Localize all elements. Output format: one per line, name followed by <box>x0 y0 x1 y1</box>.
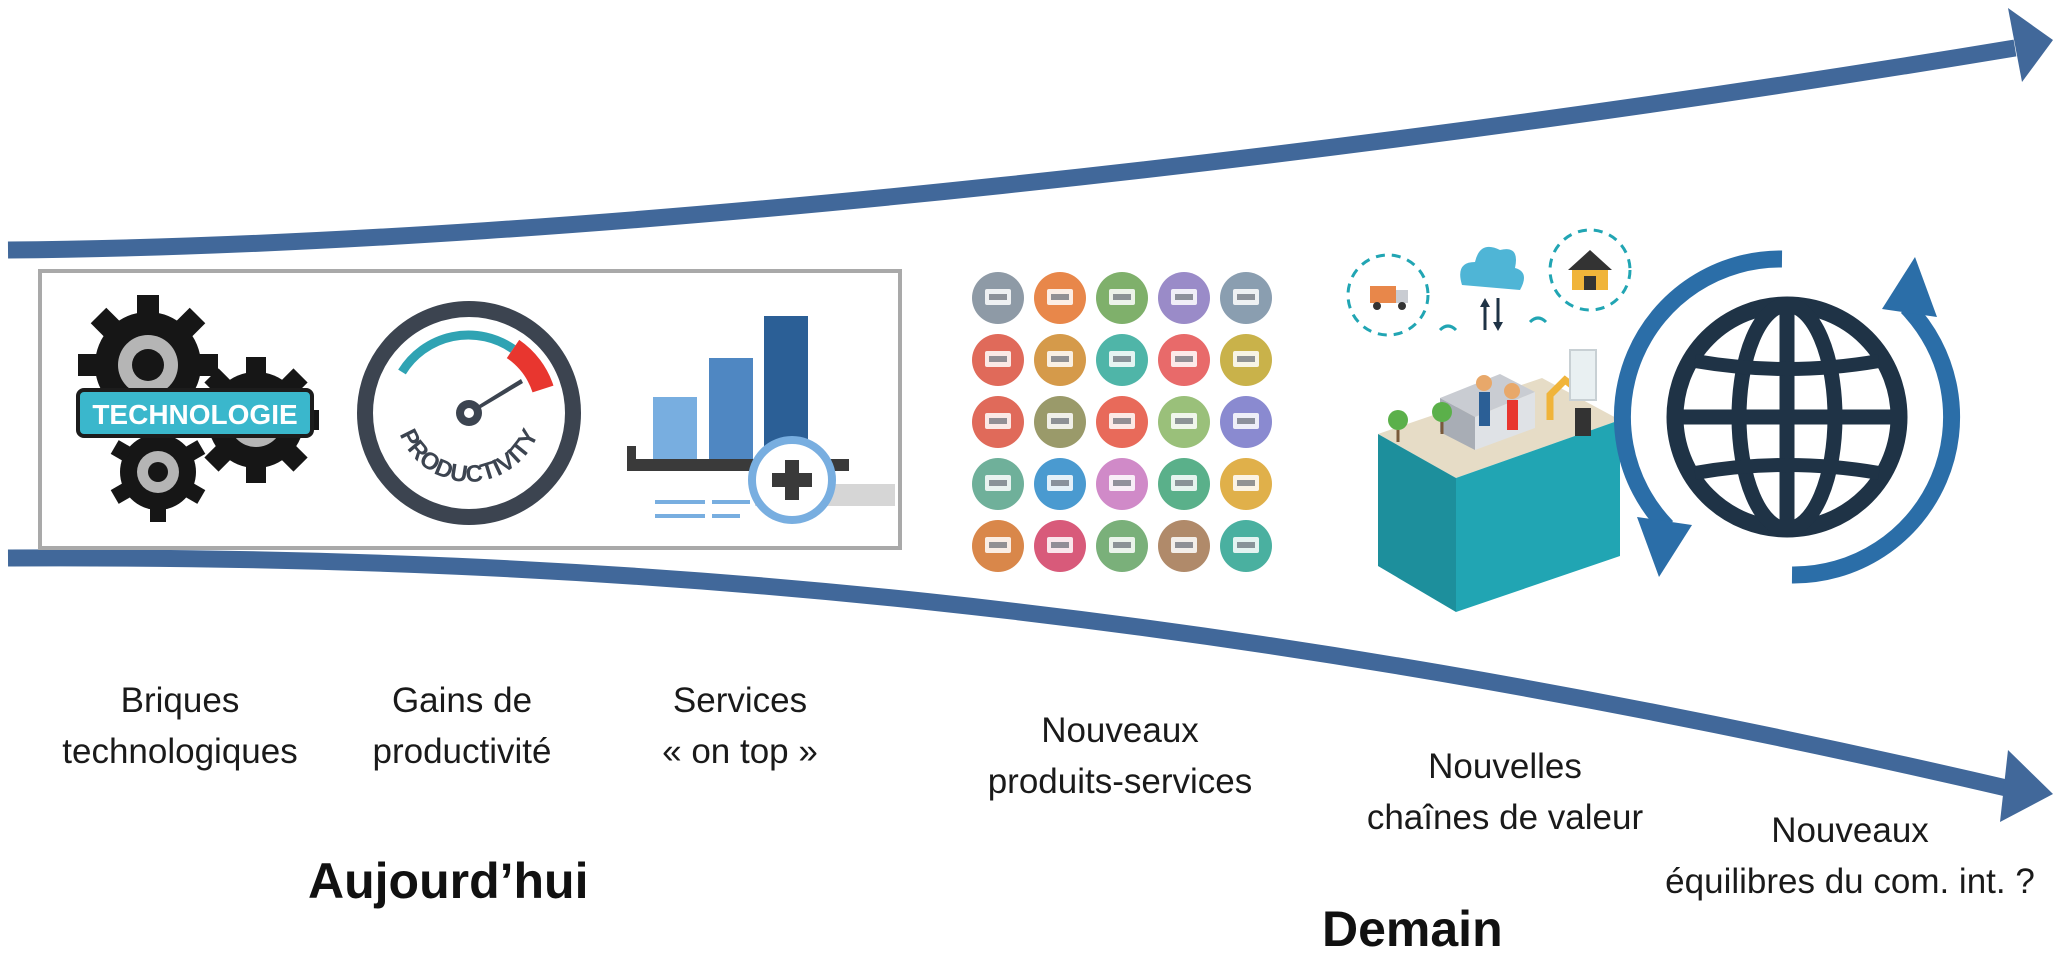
productivity-gauge-icon: PRODUCTIVITY <box>357 301 581 525</box>
service-icon-detail <box>1175 542 1193 548</box>
caption-line: « on top » <box>662 731 818 771</box>
service-icon-detail <box>1113 542 1131 548</box>
period-today: Aujourd’hui <box>308 853 589 909</box>
service-icon-detail <box>1113 294 1131 300</box>
period-tomorrow: Demain <box>1322 901 1503 957</box>
service-icon-detail <box>1237 542 1255 548</box>
gears-icon: TECHNOLOGIE <box>76 295 319 522</box>
service-icon-detail <box>1113 418 1131 424</box>
caption-equilibres: Nouveaux équilibres du com. int. ? <box>1655 806 2045 908</box>
connected-factory-icon <box>1346 228 1632 612</box>
product-service-icon-grid <box>972 272 1272 572</box>
service-icon-detail <box>1051 480 1069 486</box>
service-icon-detail <box>1175 294 1193 300</box>
caption-line: Briques <box>120 681 240 720</box>
service-icon-detail <box>1237 356 1255 362</box>
caption-produits: Nouveaux produits-services <box>975 706 1265 808</box>
service-icon-detail <box>1237 480 1255 486</box>
service-icon-detail <box>1051 356 1069 362</box>
service-icon-detail <box>1113 356 1131 362</box>
caption-line: produits-services <box>987 761 1253 801</box>
expanding-arrows <box>7 8 2053 822</box>
today-frame <box>38 269 902 550</box>
service-icon-detail <box>1175 418 1193 424</box>
caption-briques: Briques technologiques <box>60 676 300 778</box>
caption-line: Nouvelles <box>1428 747 1582 786</box>
caption-line: chaînes de valeur <box>1366 797 1644 837</box>
caption-line: équilibres du com. int. ? <box>1665 861 2035 901</box>
upper-arrow-line <box>7 39 2017 259</box>
service-icon-detail <box>989 480 1007 486</box>
service-icon-detail <box>989 356 1007 362</box>
service-icon-detail <box>989 542 1007 548</box>
bar-chart-plus-icon <box>627 316 895 524</box>
gear-badge-text: TECHNOLOGIE <box>92 399 297 430</box>
service-icon-detail <box>1051 294 1069 300</box>
upper-arrowhead <box>2008 8 2053 82</box>
caption-line: Nouveaux <box>1771 811 1929 850</box>
service-icon-detail <box>1175 356 1193 362</box>
service-icon-detail <box>989 294 1007 300</box>
caption-line: technologiques <box>62 731 298 771</box>
service-icon-detail <box>1051 418 1069 424</box>
caption-line: productivité <box>372 731 552 771</box>
caption-services: Services « on top » <box>640 676 840 778</box>
service-icon-detail <box>1237 294 1255 300</box>
caption-line: Services <box>672 681 808 720</box>
globe-rotation-icon <box>1613 250 1961 584</box>
service-icon-detail <box>1237 418 1255 424</box>
lower-arrowhead <box>2000 750 2053 822</box>
caption-chaines: Nouvelles chaînes de valeur <box>1355 742 1655 844</box>
service-icon-detail <box>1113 480 1131 486</box>
service-icon-detail <box>1175 480 1193 486</box>
service-icon-detail <box>1051 542 1069 548</box>
caption-line: Gains de <box>391 681 533 720</box>
service-icon-detail <box>989 418 1007 424</box>
caption-gains: Gains de productivité <box>352 676 572 778</box>
lower-arrow-line <box>7 549 2017 799</box>
caption-line: Nouveaux <box>1041 711 1199 750</box>
